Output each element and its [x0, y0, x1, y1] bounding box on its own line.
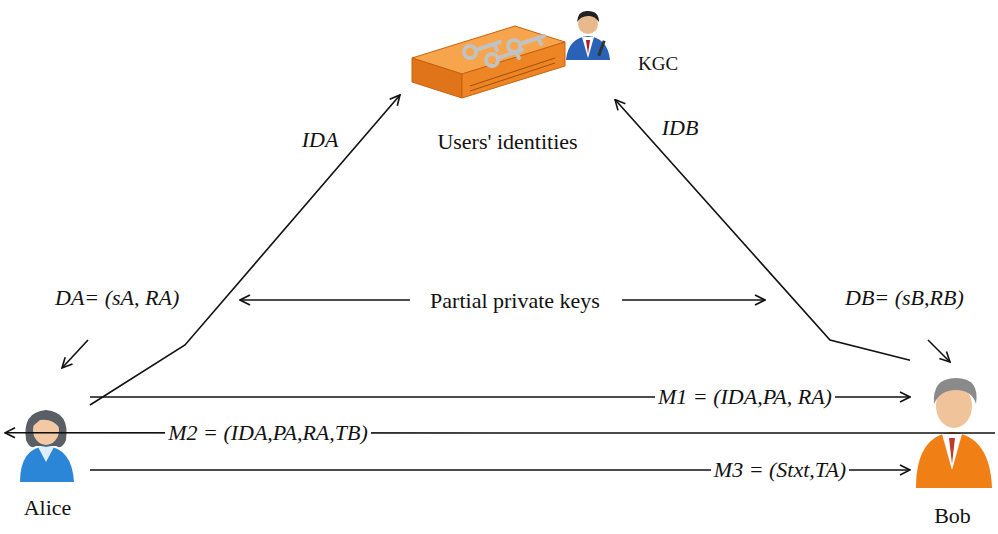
partial-key-label: DB= (sB,RB) — [845, 285, 964, 311]
identity-arrow — [90, 95, 400, 405]
node-label: Bob — [910, 503, 995, 529]
kgc-server: KGCUsers' identities — [400, 5, 615, 160]
message-label: M3 = (Stxt,TA) — [711, 457, 849, 483]
server-name: KGC — [638, 51, 678, 77]
identity-label: IDB — [659, 115, 702, 141]
message-arrow — [5, 432, 995, 434]
key-arrow — [928, 340, 950, 362]
key-arrow — [62, 340, 88, 368]
key-arrow — [622, 299, 765, 301]
message-label: M2 = (IDA,PA,RA,TB) — [165, 420, 371, 446]
identity-label: IDA — [299, 127, 342, 153]
caption-text: Partial private keys — [430, 288, 600, 314]
user-bob: Bob — [910, 355, 995, 530]
message-label: M1 = (IDA,PA, RA) — [655, 384, 835, 410]
node-label: Users' identities — [400, 129, 615, 155]
admin-icon — [566, 11, 610, 60]
identity-arrow — [615, 100, 910, 361]
node-label: Alice — [5, 495, 90, 521]
key-arrow — [240, 299, 410, 301]
partial-key-label: DA= (sA, RA) — [55, 285, 179, 311]
server-icon — [412, 26, 565, 98]
user-alice: Alice — [5, 395, 90, 530]
alice-icon — [20, 410, 74, 482]
